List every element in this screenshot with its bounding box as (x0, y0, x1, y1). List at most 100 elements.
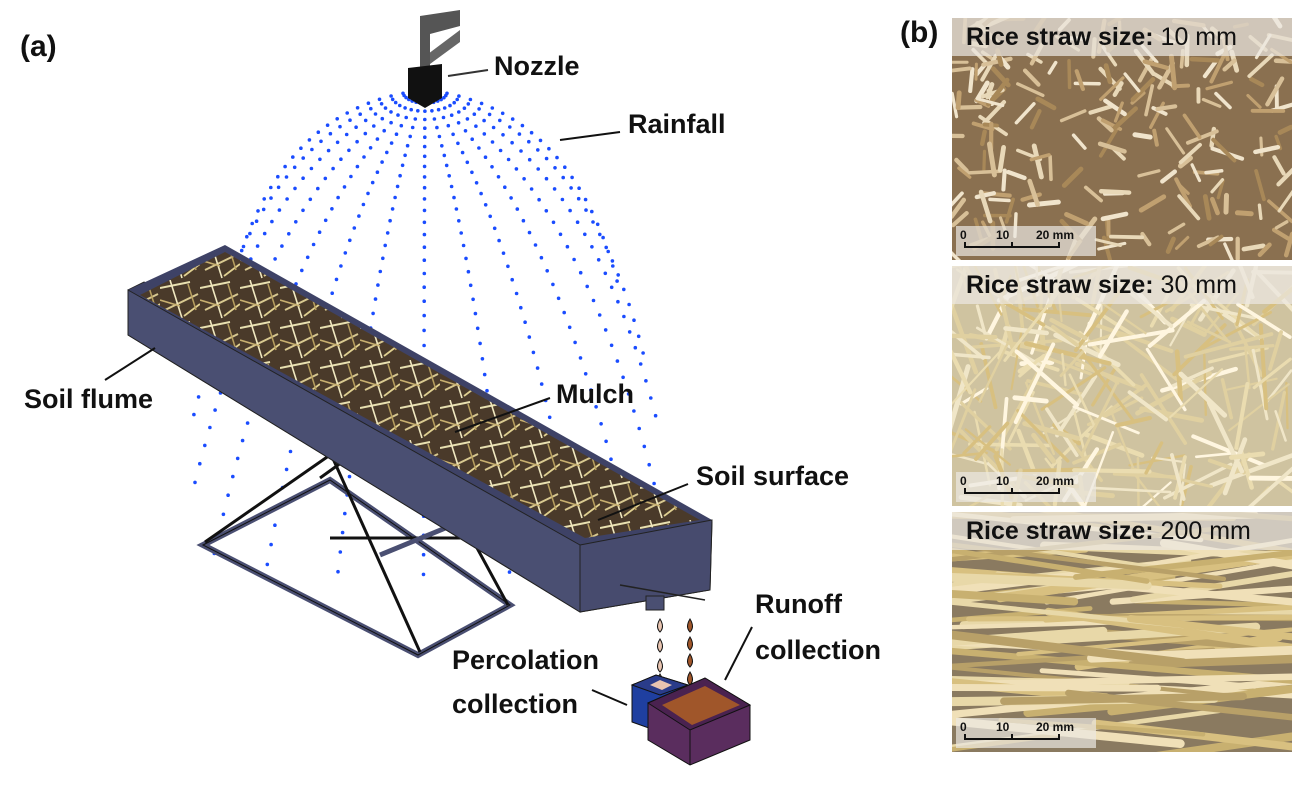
rain-drop (568, 208, 572, 213)
straw-piece (952, 302, 979, 375)
straw-piece (1040, 366, 1107, 411)
rain-drop (316, 130, 321, 134)
rain-drop (544, 156, 549, 161)
straw-piece (1202, 58, 1219, 79)
rain-drop (510, 140, 514, 145)
straw-piece (1208, 234, 1224, 247)
rain-drop (262, 231, 267, 236)
rain-drop (416, 109, 420, 113)
straw-piece (1014, 102, 1036, 125)
rain-drop (531, 350, 536, 355)
rain-drop (529, 187, 534, 191)
rain-drop (622, 314, 626, 319)
straw-piece (1144, 441, 1164, 475)
rain-drop (422, 328, 426, 333)
straw-piece (1204, 169, 1224, 175)
straw-piece (1097, 309, 1129, 359)
straw-piece (987, 141, 997, 178)
straw-piece (1022, 68, 1041, 87)
rain-drop (538, 138, 543, 143)
rain-drop (347, 474, 352, 479)
rain-drop (287, 232, 291, 236)
rain-drop (283, 164, 287, 169)
rain-drop (363, 118, 368, 123)
rain-drop (366, 191, 370, 196)
rain-drop (452, 100, 457, 105)
straw-piece (1109, 409, 1135, 469)
rain-drop (470, 170, 474, 175)
leader-lines (104, 131, 753, 706)
rain-drop (409, 107, 414, 112)
straw-piece (952, 566, 1123, 595)
rain-drop (335, 117, 340, 121)
rain-drop (590, 245, 594, 249)
rain-drop (277, 208, 282, 212)
runoff-collection-box (646, 677, 752, 766)
rain-drop (398, 173, 402, 178)
rain-drop (490, 106, 495, 110)
rain-drop (454, 207, 459, 211)
rain-drop (435, 125, 439, 130)
rain-drop (292, 165, 297, 170)
rain-drop (460, 150, 465, 155)
straw-piece (1142, 59, 1169, 70)
rain-drop (270, 219, 274, 224)
rain-drop (334, 277, 339, 282)
rain-drop (594, 405, 598, 409)
rain-drop (380, 160, 384, 164)
straw-piece (1115, 332, 1179, 382)
rain-drop (632, 318, 636, 323)
rain-drop (457, 94, 461, 98)
straw-piece (1277, 189, 1292, 213)
rain-drop (310, 147, 314, 152)
rain-drop (515, 207, 520, 211)
rain-drop (522, 177, 526, 181)
rain-drop (573, 340, 577, 345)
rain-drop (255, 244, 260, 248)
straw-piece (1059, 350, 1085, 378)
rain-drop (370, 180, 375, 185)
rain-drop (389, 110, 393, 114)
straw-piece (1174, 177, 1192, 209)
rain-drop (342, 185, 347, 189)
rain-drop (394, 132, 399, 136)
rain-drop (382, 128, 387, 133)
rain-drop (393, 195, 397, 200)
rain-drop (343, 251, 348, 255)
rain-drop (441, 115, 446, 120)
rain-drop (213, 408, 217, 412)
rain-drop (347, 148, 351, 153)
straw-piece (1220, 378, 1234, 420)
straw-piece (952, 665, 1234, 698)
straw-piece (1173, 455, 1187, 500)
straw-piece (1013, 342, 1056, 425)
rain-drop (466, 102, 471, 106)
rain-drop (521, 218, 526, 223)
rain-drop (457, 110, 461, 114)
straw-piece (1016, 428, 1038, 476)
straw-piece (956, 104, 983, 110)
rain-drop (422, 245, 427, 249)
straw-piece (1271, 227, 1291, 241)
rain-drop (294, 220, 298, 224)
straw-piece (1234, 210, 1254, 217)
rain-drop (241, 244, 246, 249)
rain-drop (514, 291, 519, 296)
rain-drop (256, 209, 260, 213)
rain-drop (611, 264, 615, 268)
rain-drop (551, 282, 555, 287)
straw-piece (1064, 211, 1090, 226)
straw-piece (952, 589, 1079, 606)
straw-piece (959, 386, 989, 406)
straw-piece (1103, 63, 1113, 85)
rain-drop (422, 164, 427, 169)
straw-piece (1274, 410, 1287, 442)
rain-drop (482, 372, 487, 377)
rain-drop (449, 184, 454, 189)
straw-piece (1098, 188, 1132, 195)
straw-piece (1210, 178, 1225, 194)
straw-piece (1073, 410, 1091, 472)
rain-drop (547, 415, 552, 420)
straw-piece (1088, 103, 1115, 115)
straw-piece (1074, 69, 1085, 92)
